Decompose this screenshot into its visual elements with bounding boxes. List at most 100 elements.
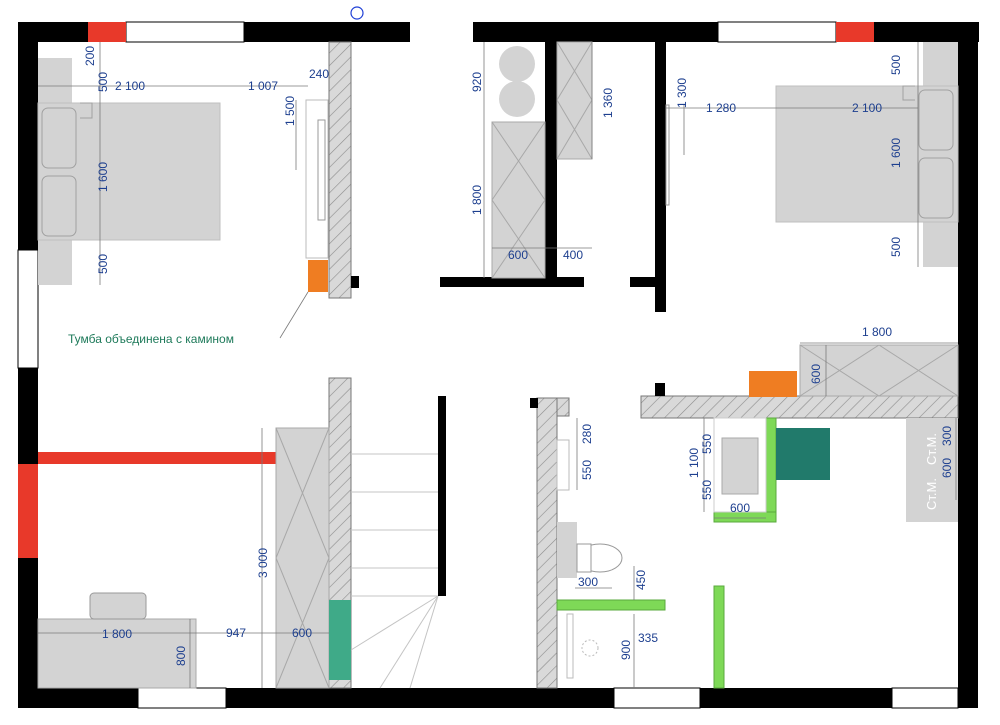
blanket-fold-left (80, 102, 93, 119)
dim-desk-depth: 800 (174, 646, 188, 666)
dim-mirror-height: 1 300 (675, 78, 689, 108)
window-bottom-1 (137, 687, 227, 709)
bathroom-wall-top (556, 397, 570, 417)
dim-storage-depth: 600 (940, 458, 954, 478)
window-left (17, 249, 39, 369)
toilet-base (576, 543, 592, 573)
sink-cabinet (556, 439, 570, 491)
dimension-labels: 200 500 2 100 1 007 240 1 500 1 600 500 … (83, 46, 954, 666)
bedroom-left (37, 58, 329, 292)
bedroom-right (665, 42, 959, 267)
red-window-top-right (836, 22, 874, 42)
window-top-left (125, 21, 245, 43)
interior-walls (328, 22, 959, 689)
red-left-pillar (18, 464, 38, 558)
bathroom-stub (530, 398, 538, 408)
closet-unit (491, 121, 546, 279)
dim-desk-length: 1 800 (102, 627, 132, 641)
round-item-2 (499, 81, 535, 117)
red-accents (18, 22, 874, 558)
dim-bed-left-bottom-gap: 500 (96, 254, 110, 274)
green-divider (713, 585, 725, 689)
fireplace-orange (308, 260, 328, 292)
dim-bed-right-top-gap: 500 (889, 55, 903, 75)
dim-basin-height: 900 (619, 640, 633, 660)
window-top-right (717, 21, 837, 43)
dim-closet-depth: 600 (508, 248, 528, 262)
window-bottom-3 (891, 687, 959, 709)
dim-bed-left-top-gap: 200 (83, 46, 97, 66)
dim-bed-left-width: 1 600 (96, 162, 110, 192)
pillow-left-1 (41, 107, 77, 169)
closet-cross (491, 121, 546, 279)
nightstand-top (38, 58, 72, 103)
nightstand-bottom (38, 240, 72, 285)
counter (799, 344, 959, 397)
nightstand-right-top (923, 42, 958, 87)
cabinet-unit (556, 41, 593, 160)
bathroom-wall-left (536, 397, 558, 689)
dim-shower-total: 1 100 (687, 448, 701, 478)
red-window-top-left (88, 22, 126, 42)
window-openings (17, 21, 959, 709)
dimension-lines (38, 42, 958, 688)
window-bottom-2 (613, 687, 701, 709)
dim-shower-width: 600 (730, 501, 750, 515)
stair-winder (409, 595, 439, 689)
stair-winder (379, 595, 439, 689)
bottom-wall-left (18, 688, 978, 708)
red-beam (38, 452, 276, 464)
left-wall-lower (18, 558, 38, 708)
pillow-right-2 (918, 157, 954, 219)
hatched-wall-top (328, 41, 352, 299)
dim-bed-right-length: 2 100 (852, 101, 882, 115)
mint-panel (329, 600, 351, 680)
dim-bed-right-to-wall: 1 280 (706, 101, 736, 115)
orange-block (749, 371, 797, 397)
dim-cabinet-height: 1 360 (601, 88, 615, 118)
basin-shelf (556, 599, 666, 611)
pillow-right-1 (918, 89, 954, 151)
compass-icon (350, 6, 364, 20)
closet-wall-vertical (545, 22, 557, 287)
right-wall (958, 22, 978, 708)
dim-toilet-height: 450 (634, 570, 648, 590)
dim-fireplace-width: 240 (309, 67, 329, 81)
mirror (665, 104, 670, 206)
bedroom2-wall (655, 42, 666, 312)
dim-bed-left-length: 2 100 (115, 79, 145, 93)
toilet-tank (557, 522, 577, 578)
desk (37, 618, 197, 689)
left-wall-upper (18, 22, 38, 250)
stair-winder (350, 595, 439, 651)
teal-block (776, 428, 830, 480)
dim-bed-right-bottom-gap: 500 (889, 237, 903, 257)
storage-label-2: Ст.М. (924, 433, 939, 465)
shower-area (556, 417, 830, 689)
basin-wall-panel (566, 613, 574, 679)
bedroom2-stub (630, 277, 655, 287)
dim-bed-left-to-wall: 1 007 (248, 79, 278, 93)
dim-shower-lower: 550 (700, 480, 714, 500)
pillow-left-2 (41, 175, 77, 237)
dim-closet-height: 1 800 (470, 185, 484, 215)
office-area (37, 427, 439, 689)
closet-area (491, 41, 593, 279)
round-item-1 (499, 46, 535, 82)
stair-wall (438, 396, 446, 596)
dim-stair-width: 600 (292, 626, 312, 640)
tall-wardrobe (275, 427, 330, 689)
dim-desk-gap: 947 (226, 626, 246, 640)
black-stub (655, 383, 665, 396)
closet-wall-bottom (440, 277, 584, 287)
left-wall-middle (18, 368, 38, 466)
shower-frame-right (765, 417, 777, 523)
dim-closet-gap: 400 (563, 248, 583, 262)
basin-circle (581, 639, 599, 657)
storage-column (906, 418, 958, 522)
nightstand-right-bottom (923, 222, 958, 267)
kitchen-wall (640, 395, 959, 419)
fireplace-inner (317, 119, 326, 221)
dim-sink-top: 280 (580, 424, 594, 444)
